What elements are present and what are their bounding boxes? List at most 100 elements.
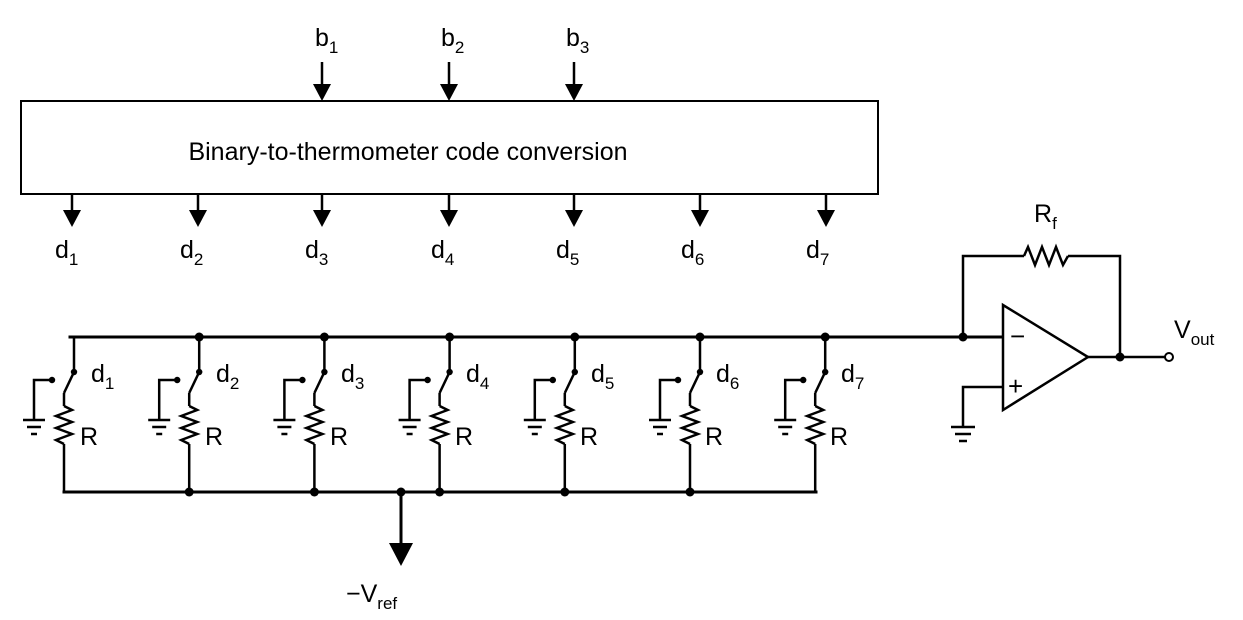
switch-blade [814, 371, 827, 394]
arrow-down-icon [63, 210, 81, 227]
switch-label-d1: d1 [91, 360, 114, 393]
bus-junction [445, 332, 455, 342]
resistor-zigzag [52, 404, 76, 446]
switch-label-d7: d7 [841, 360, 864, 393]
ground-wire [32, 378, 52, 420]
resistor-label-7: R [830, 423, 848, 451]
converter-inputs: b1 b2 b3 [315, 24, 589, 57]
branch-5 [523, 332, 580, 497]
arrow-down-icon [313, 210, 331, 227]
arrow-down-icon [189, 210, 207, 227]
bus-junction [820, 332, 830, 342]
switch-label-d4: d4 [466, 360, 489, 393]
output-label-d3: d3 [305, 236, 328, 269]
ground-icon [951, 425, 975, 443]
converter-label: Binary-to-thermometer code conversion [188, 138, 627, 166]
output-label-d7: d7 [806, 236, 829, 269]
ref-junction [685, 487, 695, 497]
branch-4 [398, 332, 455, 497]
ground-wire [533, 378, 553, 420]
opamp-triangle [1001, 302, 1091, 413]
resistor-label-3: R [330, 423, 348, 451]
plus-input-wire [961, 385, 1003, 426]
branch-7 [774, 332, 830, 492]
branch-6 [649, 332, 705, 497]
arrow-down-icon [389, 543, 413, 566]
arrow-down-icon [691, 210, 709, 227]
feedback-junction-left [958, 332, 968, 342]
ref-junction [309, 487, 319, 497]
bus-junction [319, 332, 329, 342]
switch-blade [62, 371, 76, 394]
output-label-d1: d1 [55, 236, 78, 269]
resistor-label-1: R [80, 423, 98, 451]
arrow-down-icon [565, 84, 583, 101]
arrow-down-icon [817, 210, 835, 227]
arrow-down-icon [440, 210, 458, 227]
switch-label-d3: d3 [341, 360, 364, 393]
arrow-down-icon [313, 84, 331, 101]
converter-outputs: d1 d2 d3 d4 d5 d6 d7 [55, 236, 829, 269]
switch-blade [188, 371, 201, 394]
switch-blade [688, 371, 702, 394]
ground-wire [408, 378, 428, 420]
opamp-plus: + [1008, 371, 1023, 401]
ref-junction [435, 487, 445, 497]
resistor-zigzag [428, 404, 452, 446]
reference-arrow [389, 490, 413, 566]
output-label-d4: d4 [431, 236, 454, 269]
resistor-zigzag [553, 404, 577, 446]
branch-3 [273, 332, 329, 497]
feedback-wire-left [961, 254, 1024, 337]
output-label-d2: d2 [180, 236, 203, 269]
feedback-junction-right [1115, 352, 1125, 362]
switch-blade [313, 371, 326, 394]
input-label-b1: b1 [315, 24, 338, 57]
ground-wire [157, 378, 178, 420]
switch-label-d5: d5 [591, 360, 614, 393]
branch-1 [23, 337, 78, 492]
switch-blade [563, 371, 576, 394]
resistor-label-6: R [705, 423, 723, 451]
opamp: − + [951, 302, 1174, 443]
input-label-b2: b2 [441, 24, 464, 57]
resistor-branches [23, 332, 830, 497]
switch-label-d6: d6 [716, 360, 739, 393]
output-label: Vout [1174, 316, 1215, 349]
converter-block: Binary-to-thermometer code conversion [20, 100, 879, 195]
arrow-down-icon [565, 210, 583, 227]
branch-labels: d1 d2 d3 d4 d5 d6 d7 R R R R R R R [80, 360, 864, 451]
bus-junction [570, 332, 580, 342]
feedback-wire-right [1068, 254, 1122, 357]
reference-label: −Vref [346, 580, 397, 613]
ref-junction [184, 487, 194, 497]
ref-junction [560, 487, 570, 497]
output-label-d6: d6 [681, 236, 704, 269]
ground-wire [783, 378, 804, 420]
feedback-network [958, 243, 1125, 362]
output-label-d5: d5 [556, 236, 579, 269]
ground-wire [658, 378, 678, 420]
resistor-label-5: R [580, 423, 598, 451]
signal-arrows [63, 62, 835, 227]
bus-junction [695, 332, 705, 342]
converter-box [20, 100, 879, 195]
output-terminal [1164, 352, 1174, 362]
ground-wire [283, 378, 303, 420]
resistor-zigzag [177, 404, 201, 446]
resistor-zigzag [803, 404, 827, 446]
opamp-minus: − [1010, 321, 1025, 351]
feedback-resistor-label: Rf [1034, 200, 1057, 233]
feedback-resistor-zigzag [1022, 243, 1070, 269]
switch-label-d2: d2 [216, 360, 239, 393]
resistor-zigzag [302, 404, 326, 446]
resistor-label-4: R [455, 423, 473, 451]
bus-junction [194, 332, 204, 342]
resistor-zigzag [678, 404, 702, 446]
resistor-label-2: R [205, 423, 223, 451]
switch-blade [438, 371, 451, 394]
input-label-b3: b3 [566, 24, 589, 57]
branch-2 [148, 332, 204, 497]
arrow-down-icon [440, 84, 458, 101]
